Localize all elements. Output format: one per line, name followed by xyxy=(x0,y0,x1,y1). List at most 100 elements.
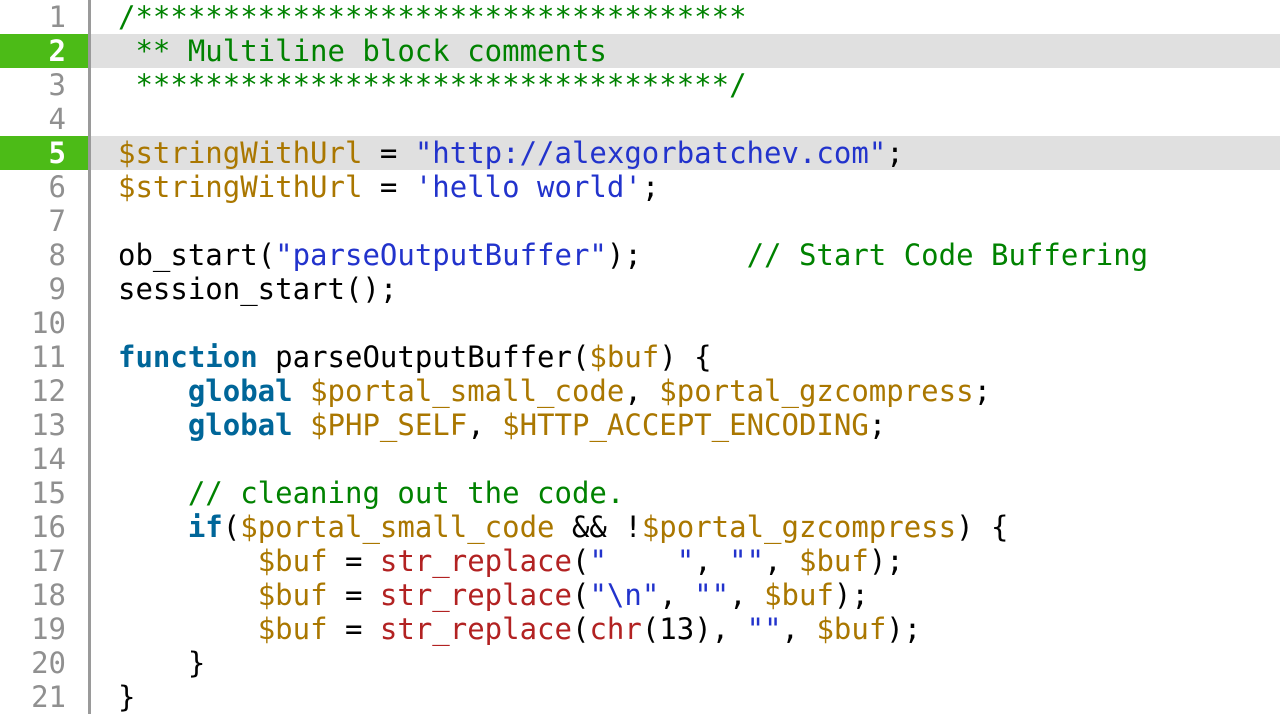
code-token-variable: $buf xyxy=(798,544,869,578)
code-token-plain: parseOutputBuffer( xyxy=(257,340,590,374)
code-token-function: str_replace xyxy=(379,544,572,578)
code-token-function: str_replace xyxy=(379,578,572,612)
code-content: global $portal_small_code, $portal_gzcom… xyxy=(88,374,1280,408)
code-token-plain xyxy=(118,578,258,612)
code-content xyxy=(88,204,1280,238)
code-token-variable: $portal_small_code xyxy=(240,510,555,544)
line-number: 14 xyxy=(31,442,66,476)
code-content: ** Multiline block comments xyxy=(88,34,1280,68)
code-line: 1 /*********************************** xyxy=(0,0,1280,34)
code-token-variable: $portal_gzcompress xyxy=(641,510,957,544)
code-token-variable: $buf xyxy=(257,612,328,646)
code-line: 4 xyxy=(0,102,1280,136)
code-token-variable: $buf xyxy=(257,578,328,612)
code-token-keyword: global xyxy=(187,374,293,408)
code-token-function: str_replace xyxy=(379,612,572,646)
line-number: 16 xyxy=(31,510,66,544)
code-content xyxy=(88,102,1280,136)
code-token-plain: , xyxy=(624,374,660,408)
code-line: 13 global $PHP_SELF, $HTTP_ACCEPT_ENCODI… xyxy=(0,408,1280,442)
code-token-variable: $stringWithUrl xyxy=(118,170,363,204)
code-token-plain: } xyxy=(118,646,206,680)
code-content: **********************************/ xyxy=(88,68,1280,102)
code-token-plain: , xyxy=(729,578,765,612)
code-token-string: "http://alexgorbatchev.com" xyxy=(414,136,887,170)
code-token-plain: = xyxy=(362,170,415,204)
code-token-plain: , xyxy=(781,612,817,646)
code-token-plain: ( xyxy=(571,544,590,578)
code-content: /*********************************** xyxy=(88,0,1280,34)
code-token-keyword: global xyxy=(187,408,293,442)
code-token-plain xyxy=(118,510,188,544)
code-line: 7 xyxy=(0,204,1280,238)
code-token-plain xyxy=(293,408,310,442)
code-token-plain: ( xyxy=(571,578,590,612)
code-token-plain: ) { xyxy=(659,340,712,374)
code-line: 20 } xyxy=(0,646,1280,680)
code-token-function: chr xyxy=(589,612,642,646)
line-number: 6 xyxy=(48,170,66,204)
code-line: 14 xyxy=(0,442,1280,476)
code-content: $stringWithUrl = 'hello world'; xyxy=(88,170,1280,204)
line-number: 2 xyxy=(0,34,88,68)
code-token-plain xyxy=(118,544,258,578)
line-number: 13 xyxy=(31,408,66,442)
code-token-plain: } xyxy=(118,680,136,714)
code-token-plain: , xyxy=(467,408,503,442)
line-number: 21 xyxy=(31,680,66,714)
code-token-plain xyxy=(118,408,188,442)
code-token-variable: $stringWithUrl xyxy=(118,136,363,170)
code-token-plain: ); xyxy=(886,612,922,646)
code-content: $buf = str_replace("\n", "", $buf); xyxy=(88,578,1280,612)
line-number: 15 xyxy=(31,476,66,510)
code-content: if($portal_small_code && !$portal_gzcomp… xyxy=(88,510,1280,544)
line-number: 8 xyxy=(48,238,66,272)
code-token-plain: && ! xyxy=(554,510,642,544)
line-number: 20 xyxy=(31,646,66,680)
code-line: 17 $buf = str_replace(" ", "", $buf); xyxy=(0,544,1280,578)
code-content: session_start(); xyxy=(88,272,1280,306)
code-line: 6 $stringWithUrl = 'hello world'; xyxy=(0,170,1280,204)
code-token-variable: $HTTP_ACCEPT_ENCODING xyxy=(502,408,869,442)
code-token-variable: $portal_small_code xyxy=(310,374,625,408)
code-token-string: "" xyxy=(729,544,765,578)
code-token-plain xyxy=(118,374,188,408)
code-line: 21} xyxy=(0,680,1280,714)
code-token-string: "parseOutputBuffer" xyxy=(275,238,607,272)
code-token-plain xyxy=(118,476,188,510)
code-token-plain: ; xyxy=(868,408,887,442)
code-token-keyword: if xyxy=(187,510,223,544)
code-token-comment: /*********************************** xyxy=(118,0,747,34)
code-line: 16 if($portal_small_code && !$portal_gzc… xyxy=(0,510,1280,544)
code-token-keyword: function xyxy=(118,340,258,374)
code-token-plain: = xyxy=(362,136,415,170)
code-token-variable: $buf xyxy=(589,340,660,374)
code-token-plain: ); xyxy=(606,238,747,272)
line-number: 7 xyxy=(48,204,66,238)
code-token-plain: ) { xyxy=(956,510,1009,544)
code-line: 3 **********************************/ xyxy=(0,68,1280,102)
code-content: $stringWithUrl = "http://alexgorbatchev.… xyxy=(88,136,1280,170)
code-content: $buf = str_replace(chr(13), "", $buf); xyxy=(88,612,1280,646)
line-number: 1 xyxy=(48,0,66,34)
code-token-string: " " xyxy=(589,544,695,578)
code-line-highlighted: 2 ** Multiline block comments xyxy=(0,34,1280,68)
code-token-variable: $buf xyxy=(816,612,887,646)
code-token-plain: , xyxy=(764,544,799,578)
code-content: } xyxy=(88,680,1280,714)
line-number: 10 xyxy=(31,306,66,340)
code-token-plain: ( xyxy=(222,510,241,544)
code-token-variable: $PHP_SELF xyxy=(310,408,468,442)
code-token-plain: ob_start( xyxy=(118,238,276,272)
line-number: 4 xyxy=(48,102,66,136)
code-content: $buf = str_replace(" ", "", $buf); xyxy=(88,544,1280,578)
code-token-string: "" xyxy=(694,578,730,612)
code-content: function parseOutputBuffer($buf) { xyxy=(88,340,1280,374)
code-token-variable: $portal_gzcompress xyxy=(659,374,974,408)
code-line: 12 global $portal_small_code, $portal_gz… xyxy=(0,374,1280,408)
